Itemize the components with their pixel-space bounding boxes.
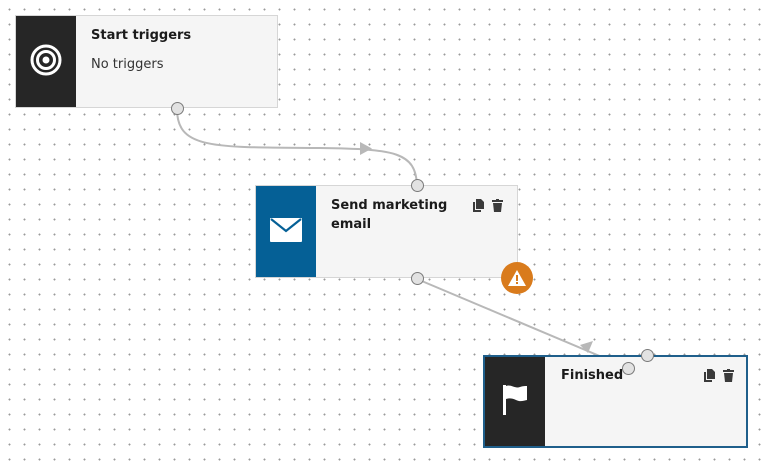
warning-icon[interactable] <box>501 262 533 294</box>
edge-arrow-email-to-finished <box>580 341 593 353</box>
trash-icon[interactable] <box>491 199 503 212</box>
node-finished[interactable]: Finished <box>483 355 748 448</box>
trash-icon[interactable] <box>722 369 734 382</box>
node-send-marketing-email[interactable]: Send marketing email <box>255 185 518 278</box>
port-email-in[interactable] <box>411 179 424 192</box>
node-email-actions <box>472 199 503 212</box>
port-email-out[interactable] <box>411 272 424 285</box>
edge-start-to-email <box>176 108 418 187</box>
node-finished-icon-box <box>485 357 545 446</box>
copy-icon[interactable] <box>703 369 715 382</box>
copy-icon[interactable] <box>472 199 484 212</box>
node-finished-title: Finished <box>561 368 624 383</box>
target-icon <box>30 44 62 80</box>
node-start-triggers[interactable]: Start triggers No triggers <box>15 15 278 108</box>
node-finished-actions <box>703 369 734 382</box>
port-finished-drag[interactable] <box>622 362 635 375</box>
node-email-title: Send marketing email <box>331 198 448 232</box>
port-start-out[interactable] <box>171 102 184 115</box>
node-start-subtitle: No triggers <box>91 57 164 72</box>
node-email-icon-box <box>256 186 316 277</box>
node-start-title: Start triggers <box>91 28 192 43</box>
edge-arrow-start-to-email <box>360 142 372 155</box>
port-finished-in[interactable] <box>641 349 654 362</box>
flag-icon <box>501 383 529 421</box>
node-start-icon-box <box>16 16 76 107</box>
envelope-icon <box>270 217 302 246</box>
